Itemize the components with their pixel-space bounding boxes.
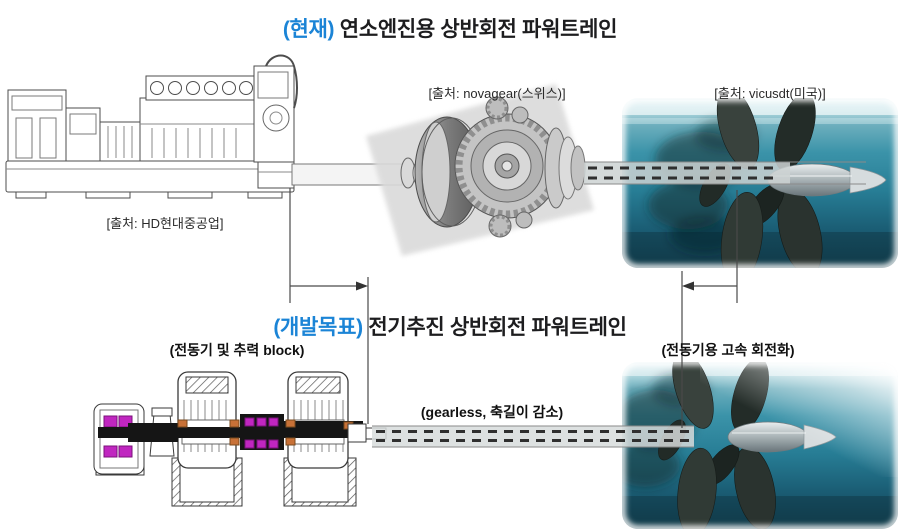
motor-annotation: (전동기 및 추력 block): [169, 342, 305, 358]
bottom-title-prefix: (개발목표): [273, 316, 363, 339]
shaft-dashed-top: [584, 161, 866, 185]
center-contra-unit: [240, 414, 284, 450]
motor-drawing: [93, 371, 387, 507]
engine-source-label: [출처: HD현대중공업]: [106, 216, 224, 231]
main-shaft: [98, 427, 360, 438]
ring-gear: [454, 113, 560, 219]
bearing-pads: [177, 419, 354, 446]
gearless-annotation: (gearless, 축길이 감소): [420, 404, 564, 420]
white-fade-overlay: [700, 362, 898, 477]
planet-gears: [485, 96, 533, 238]
bottom-title: (개발목표) 전기추진 상반회전 파워트레인: [0, 311, 900, 341]
propeller-image-top: [618, 94, 900, 272]
top-title: (현재) 연소엔진용 상반회전 파워트레인: [0, 13, 900, 43]
top-title-prefix: (현재): [282, 18, 335, 41]
motor-housing-1: [177, 371, 237, 469]
gearbox-render: [366, 84, 594, 256]
thrust-block: [93, 403, 145, 475]
arrowhead-left: [682, 281, 694, 291]
exhaust-pipe: [265, 54, 298, 109]
propeller-rear: [745, 98, 823, 268]
arrowhead-right: [356, 281, 368, 291]
dimension-lines: [289, 188, 738, 428]
water-surface-band: [622, 100, 898, 115]
propeller-source-label: [출처: vicusdt(미국)]: [714, 86, 826, 101]
highspeed-annotation: (전동기용 고속 회전화): [661, 342, 795, 358]
top-title-text: 연소엔진용 상반회전 파워트레인: [334, 18, 618, 41]
shaft-dashed-bottom: [372, 425, 694, 448]
motor-housing-2: [287, 371, 349, 469]
propeller-image-bottom: [618, 358, 900, 531]
gear-source-label: [출처: novagear(스위스)]: [428, 86, 566, 101]
bottom-title-text: 전기추진 상반회전 파워트레인: [362, 316, 627, 339]
engine-drawing: [5, 54, 298, 199]
